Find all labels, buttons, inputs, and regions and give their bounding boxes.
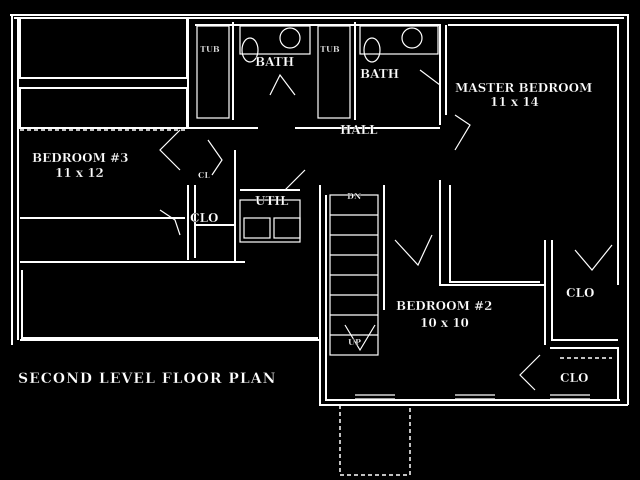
bedroom-3-label: BEDROOM #3: [32, 151, 128, 165]
tub-label-2: TUB: [320, 44, 340, 54]
cl-label: CL: [198, 170, 210, 180]
master-bedroom-size: 11 x 14: [490, 95, 539, 109]
hall-label: HALL: [340, 123, 378, 137]
room-labels: TUB BATH TUB BATH MASTER BEDROOM 11 x 14…: [18, 44, 595, 387]
stair-dn-label: DN: [347, 191, 361, 201]
util-label: UTIL: [255, 194, 289, 208]
tub-label-1: TUB: [200, 44, 220, 54]
bath-label-2: BATH: [360, 67, 399, 81]
bedroom-3-size: 11 x 12: [55, 166, 104, 180]
bedroom-2-size: 10 x 10: [420, 316, 469, 330]
bath-label-1: BATH: [255, 55, 294, 69]
clo-label-right-lower: CLO: [560, 371, 588, 385]
walls: [10, 14, 629, 476]
clo-label-left: CLO: [190, 211, 218, 225]
stair-up-label: UP: [348, 337, 361, 347]
master-bedroom-label: MASTER BEDROOM: [455, 81, 592, 95]
plan-title: SECOND LEVEL FLOOR PLAN: [18, 371, 276, 387]
bedroom-2-label: BEDROOM #2: [396, 299, 492, 313]
clo-label-right-upper: CLO: [566, 286, 594, 300]
